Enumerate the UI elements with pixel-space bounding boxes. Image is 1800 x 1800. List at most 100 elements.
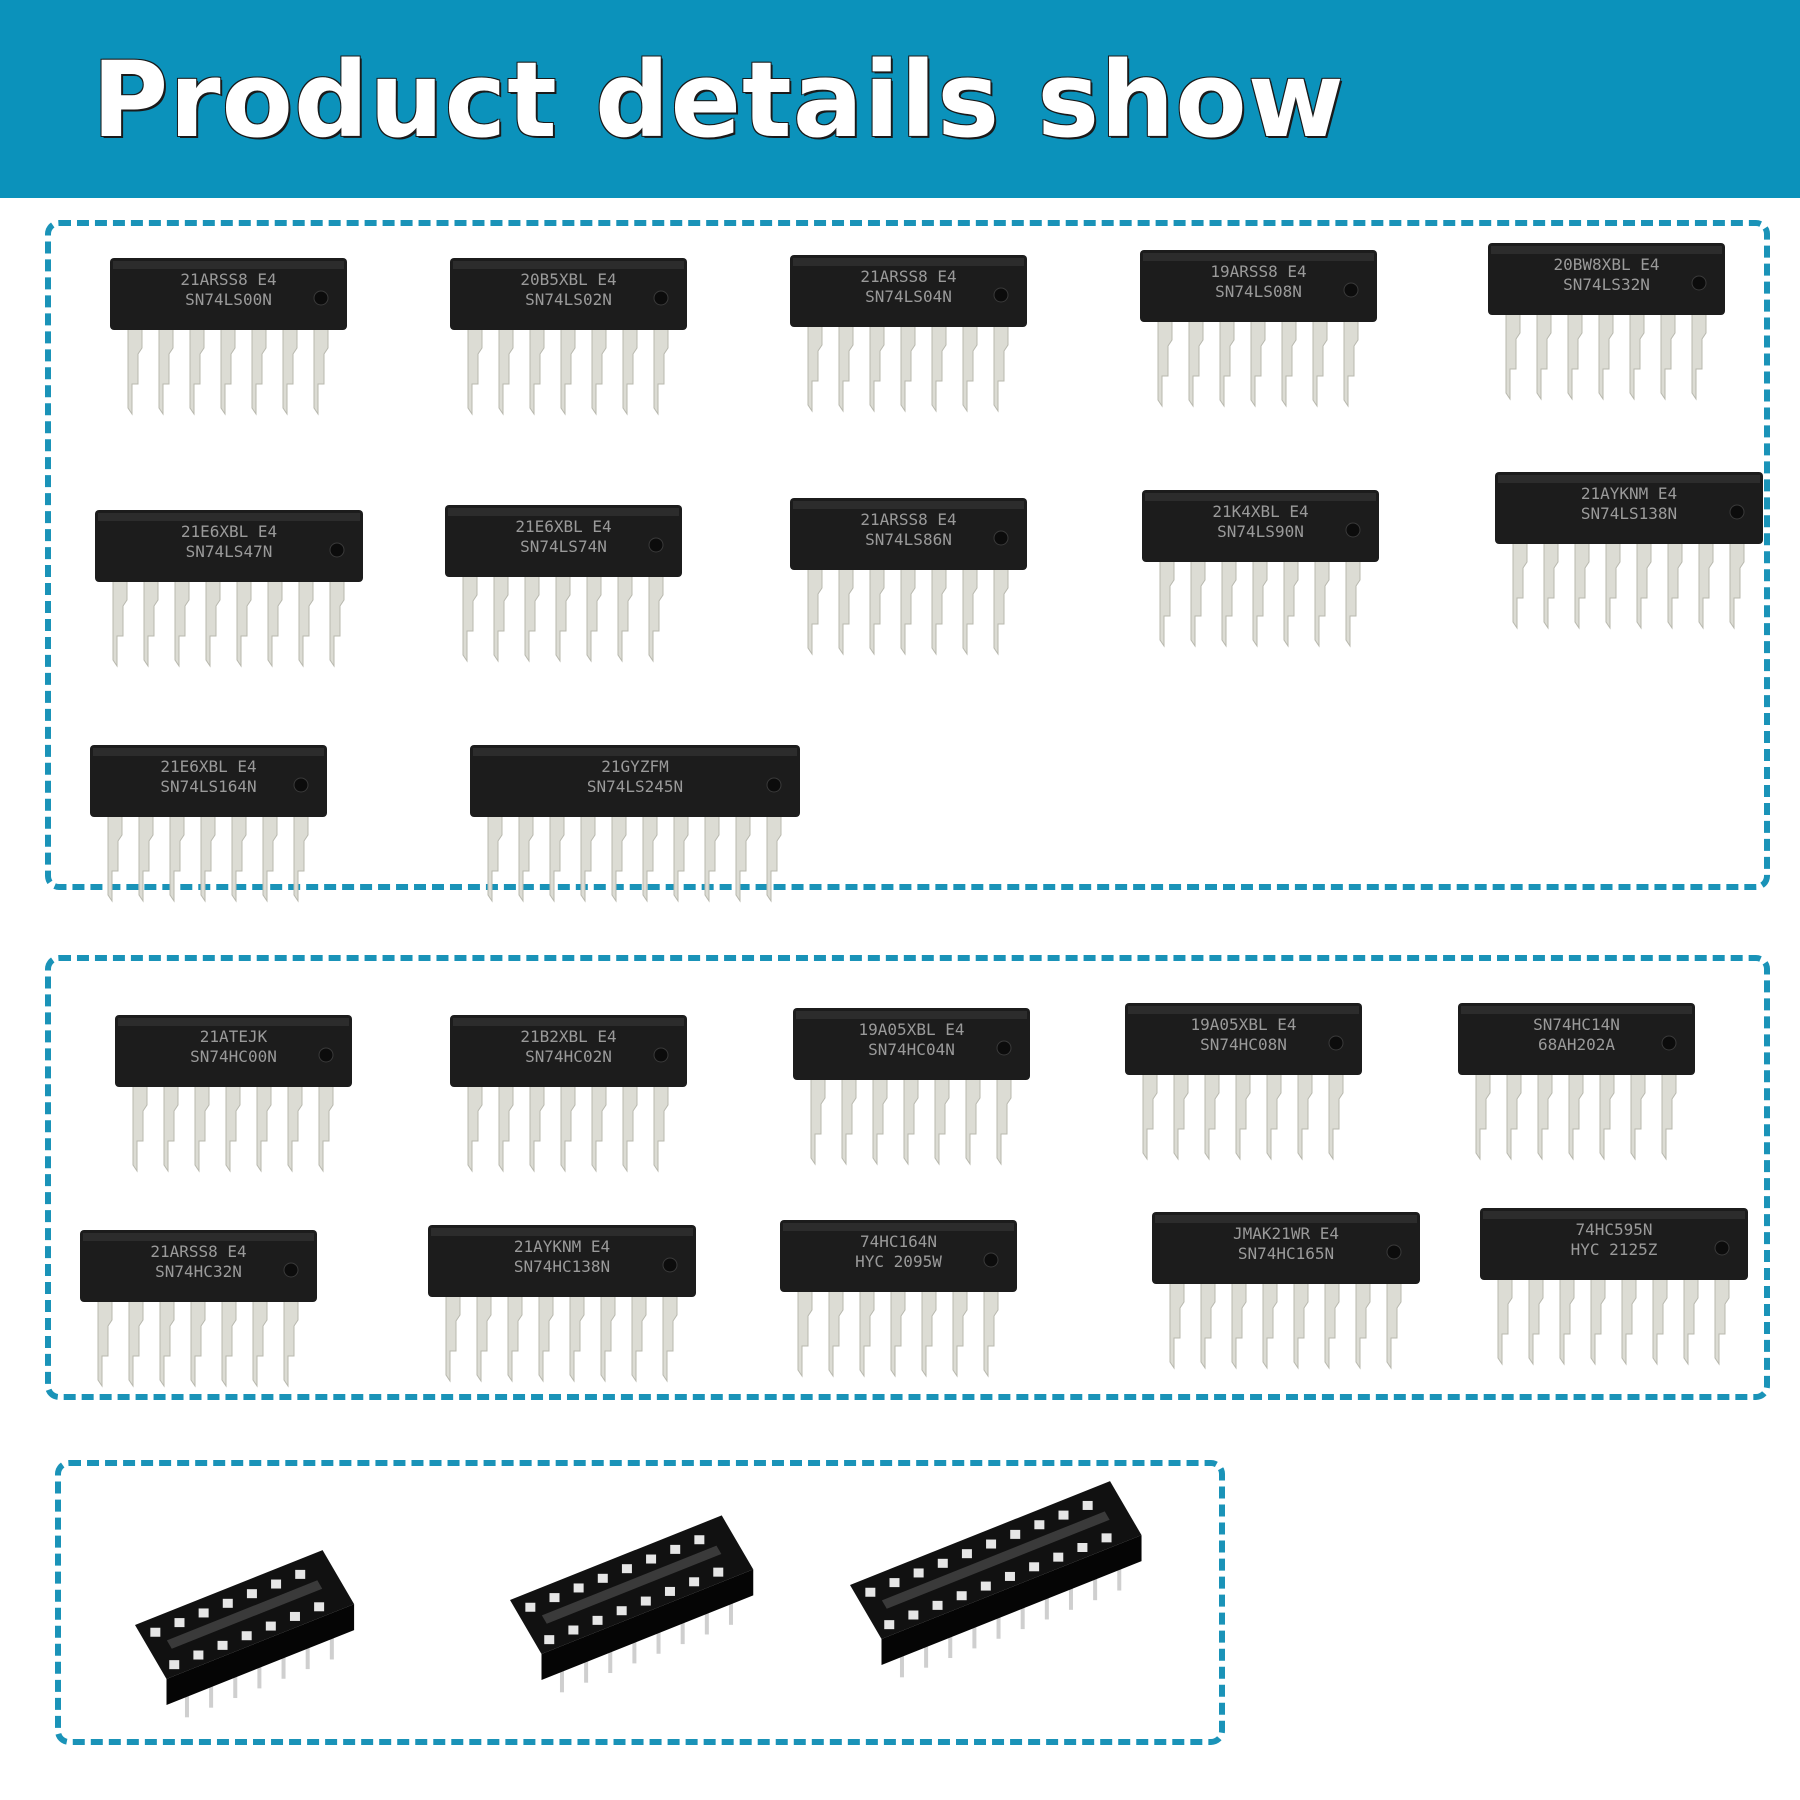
pin1-dot bbox=[766, 777, 782, 793]
chip-body bbox=[1480, 1208, 1748, 1280]
chip-graphic bbox=[450, 1015, 687, 1173]
chip-graphic bbox=[1495, 472, 1763, 630]
chip-pin bbox=[1536, 310, 1552, 401]
chip-highlight bbox=[118, 1018, 349, 1026]
chip-pin bbox=[611, 812, 627, 903]
chip-pin bbox=[1157, 317, 1173, 408]
chip-highlight bbox=[796, 1011, 1027, 1019]
chip-body bbox=[450, 1015, 687, 1087]
chip-pin bbox=[1543, 539, 1559, 630]
chip-pin bbox=[931, 322, 947, 413]
chip-highlight bbox=[783, 1223, 1014, 1231]
pin1-dot bbox=[648, 537, 664, 553]
chip-lot-code: 74HC164N bbox=[859, 1232, 938, 1251]
socket-contact bbox=[271, 1579, 282, 1589]
socket-slot bbox=[881, 1511, 1110, 1609]
chip-highlight bbox=[93, 748, 324, 756]
pin1-dot bbox=[653, 1047, 669, 1063]
chip-pin bbox=[673, 812, 689, 903]
chip-lot-code: SN74HC14N bbox=[1533, 1015, 1620, 1034]
chip-lot-code: 19ARSS8 E4 bbox=[1210, 262, 1307, 281]
chip-lot-code: 19A05XBL E4 bbox=[1190, 1015, 1297, 1034]
socket-slot bbox=[166, 1580, 323, 1649]
chip-body bbox=[95, 510, 363, 582]
chip-pin bbox=[524, 572, 540, 663]
chip-body bbox=[793, 1008, 1030, 1080]
chip-lot-code: 20B5XBL E4 bbox=[520, 270, 617, 289]
socket-contact bbox=[549, 1593, 560, 1603]
socket-slot bbox=[541, 1545, 722, 1624]
chip-pin bbox=[231, 812, 247, 903]
chip-pin bbox=[1250, 317, 1266, 408]
chip-pin bbox=[1559, 1275, 1575, 1366]
chip-pin bbox=[1505, 310, 1521, 401]
chip-pin bbox=[1667, 539, 1683, 630]
socket-contact bbox=[217, 1640, 228, 1650]
chip-pin bbox=[529, 325, 545, 416]
chip-highlight bbox=[83, 1233, 314, 1241]
chip-pin bbox=[205, 577, 221, 668]
chip-pin bbox=[1506, 1070, 1522, 1161]
chip-part-number: SN74LS32N bbox=[1563, 275, 1650, 294]
chip-body bbox=[1125, 1003, 1362, 1075]
chip-pin bbox=[631, 1292, 647, 1383]
chip-part-number: SN74LS164N bbox=[160, 777, 257, 796]
chip-pin bbox=[560, 325, 576, 416]
chip-pin bbox=[1629, 310, 1645, 401]
chip-pin bbox=[921, 1287, 937, 1378]
chip-part-number: SN74LS08N bbox=[1215, 282, 1302, 301]
chip-pin bbox=[107, 812, 123, 903]
chip-pin bbox=[476, 1292, 492, 1383]
socket-contact bbox=[616, 1606, 627, 1616]
chip-pin bbox=[797, 1287, 813, 1378]
chip-pin bbox=[169, 812, 185, 903]
chip-part-number: SN74LS138N bbox=[1580, 504, 1678, 523]
socket-side bbox=[881, 1535, 1142, 1665]
chip-highlight bbox=[1128, 1006, 1359, 1014]
chip-pin bbox=[841, 1075, 857, 1166]
socket-contact bbox=[1053, 1552, 1064, 1562]
socket-contact bbox=[865, 1587, 876, 1597]
socket-contact bbox=[525, 1602, 536, 1612]
chip-pin bbox=[1252, 557, 1268, 648]
chip-pin bbox=[662, 1292, 678, 1383]
chip-pin bbox=[256, 1082, 272, 1173]
pin1-dot bbox=[1343, 282, 1359, 298]
chip-body bbox=[428, 1225, 696, 1297]
chip-pin bbox=[467, 325, 483, 416]
chip-body bbox=[115, 1015, 352, 1087]
chip-pin bbox=[1512, 539, 1528, 630]
socket-contact bbox=[295, 1569, 306, 1579]
socket-contact bbox=[621, 1564, 632, 1574]
chip-pin bbox=[159, 1297, 175, 1388]
chip-pin bbox=[869, 565, 885, 656]
chip-pin bbox=[1355, 1279, 1371, 1370]
socket-contact bbox=[289, 1611, 300, 1621]
chip-pin bbox=[648, 572, 664, 663]
chip-pin bbox=[1590, 1275, 1606, 1366]
chip-lot-code: 21ATEJK bbox=[199, 1027, 268, 1046]
chip-pin bbox=[1630, 1070, 1646, 1161]
chip-pin bbox=[807, 565, 823, 656]
chip-pin bbox=[580, 812, 596, 903]
chip-pin bbox=[962, 322, 978, 413]
socket-side bbox=[541, 1569, 754, 1680]
chip-pin bbox=[282, 325, 298, 416]
chip-part-number: SN74LS04N bbox=[865, 287, 952, 306]
chip-pin bbox=[1343, 317, 1359, 408]
chip-body bbox=[110, 258, 347, 330]
socket-contact bbox=[314, 1602, 325, 1612]
chip-pin bbox=[1312, 317, 1328, 408]
chip-pin bbox=[293, 812, 309, 903]
chip-part-number: SN74HC165N bbox=[1237, 1244, 1335, 1263]
socket-graphic bbox=[135, 1550, 355, 1718]
chip-highlight bbox=[1461, 1006, 1692, 1014]
chip-part-number: SN74HC08N bbox=[1200, 1035, 1287, 1054]
chip-highlight bbox=[1155, 1215, 1417, 1223]
